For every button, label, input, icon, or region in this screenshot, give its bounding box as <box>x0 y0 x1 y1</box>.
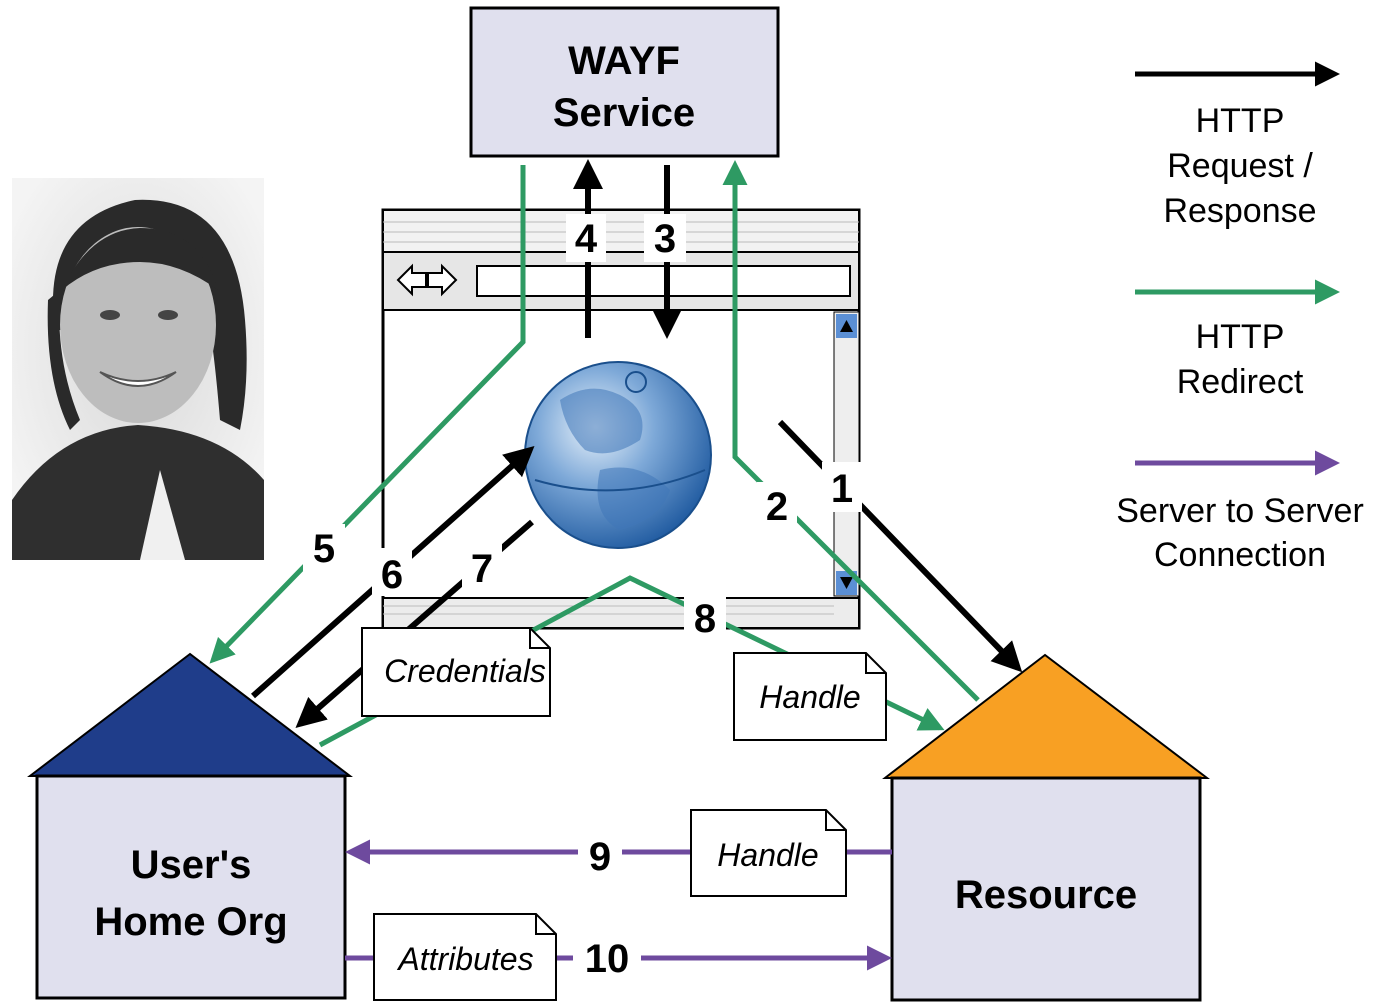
scrollbar <box>833 311 860 597</box>
legend-request-line3: Response <box>1163 192 1316 230</box>
back-forward-arrows-icon <box>396 263 458 297</box>
globe-icon <box>524 361 712 549</box>
step-8-label: 8 <box>694 597 716 641</box>
step-3-label: 3 <box>654 217 676 261</box>
attributes-document: Attributes <box>373 913 557 1001</box>
wayf-label-line2: Service <box>553 91 695 135</box>
legend-redirect-line2: Redirect <box>1177 363 1304 401</box>
step-labels: 4 3 1 2 5 6 7 8 9 10 <box>303 214 862 982</box>
arrow-step-1 <box>777 419 1023 673</box>
legend-server-line1: Server to Server <box>1116 492 1364 530</box>
wayf-label-line1: WAYF <box>568 39 680 83</box>
step-4-label: 4 <box>575 217 598 261</box>
attributes-label: Attributes <box>396 941 533 977</box>
legend-redirect-line1: HTTP <box>1196 318 1285 356</box>
legend: HTTP Request / Response HTTP Redirect Se… <box>1116 61 1364 574</box>
step-1-label: 1 <box>831 467 853 511</box>
arrow-step-2 <box>722 160 980 702</box>
wayf-service-box: WAYF Service <box>469 6 780 158</box>
step-2-label: 2 <box>766 485 788 529</box>
home-org-label-line1: User's <box>131 843 252 887</box>
person-photo <box>12 178 264 560</box>
handle-top-label: Handle <box>759 679 860 715</box>
users-home-org-house: User's Home Org <box>27 652 353 1000</box>
step-9-label: 9 <box>589 835 611 879</box>
resource-label: Resource <box>955 873 1137 917</box>
legend-request-line1: HTTP <box>1196 102 1285 140</box>
handle-mid-label: Handle <box>717 837 818 873</box>
home-org-label-line2: Home Org <box>94 900 287 944</box>
credentials-label: Credentials <box>384 653 546 689</box>
credentials-document: Credentials <box>361 627 551 717</box>
step-5-label: 5 <box>313 527 335 571</box>
step-10-label: 10 <box>585 937 630 981</box>
handle-document-top: Handle <box>733 652 887 741</box>
legend-server-line2: Connection <box>1154 536 1326 574</box>
handle-document-mid: Handle <box>690 809 847 897</box>
resource-house: Resource <box>882 653 1210 1002</box>
address-bar <box>476 265 851 297</box>
legend-request-line2: Request / <box>1167 147 1313 185</box>
step-7-label: 7 <box>471 547 493 591</box>
step-6-label: 6 <box>381 553 403 597</box>
